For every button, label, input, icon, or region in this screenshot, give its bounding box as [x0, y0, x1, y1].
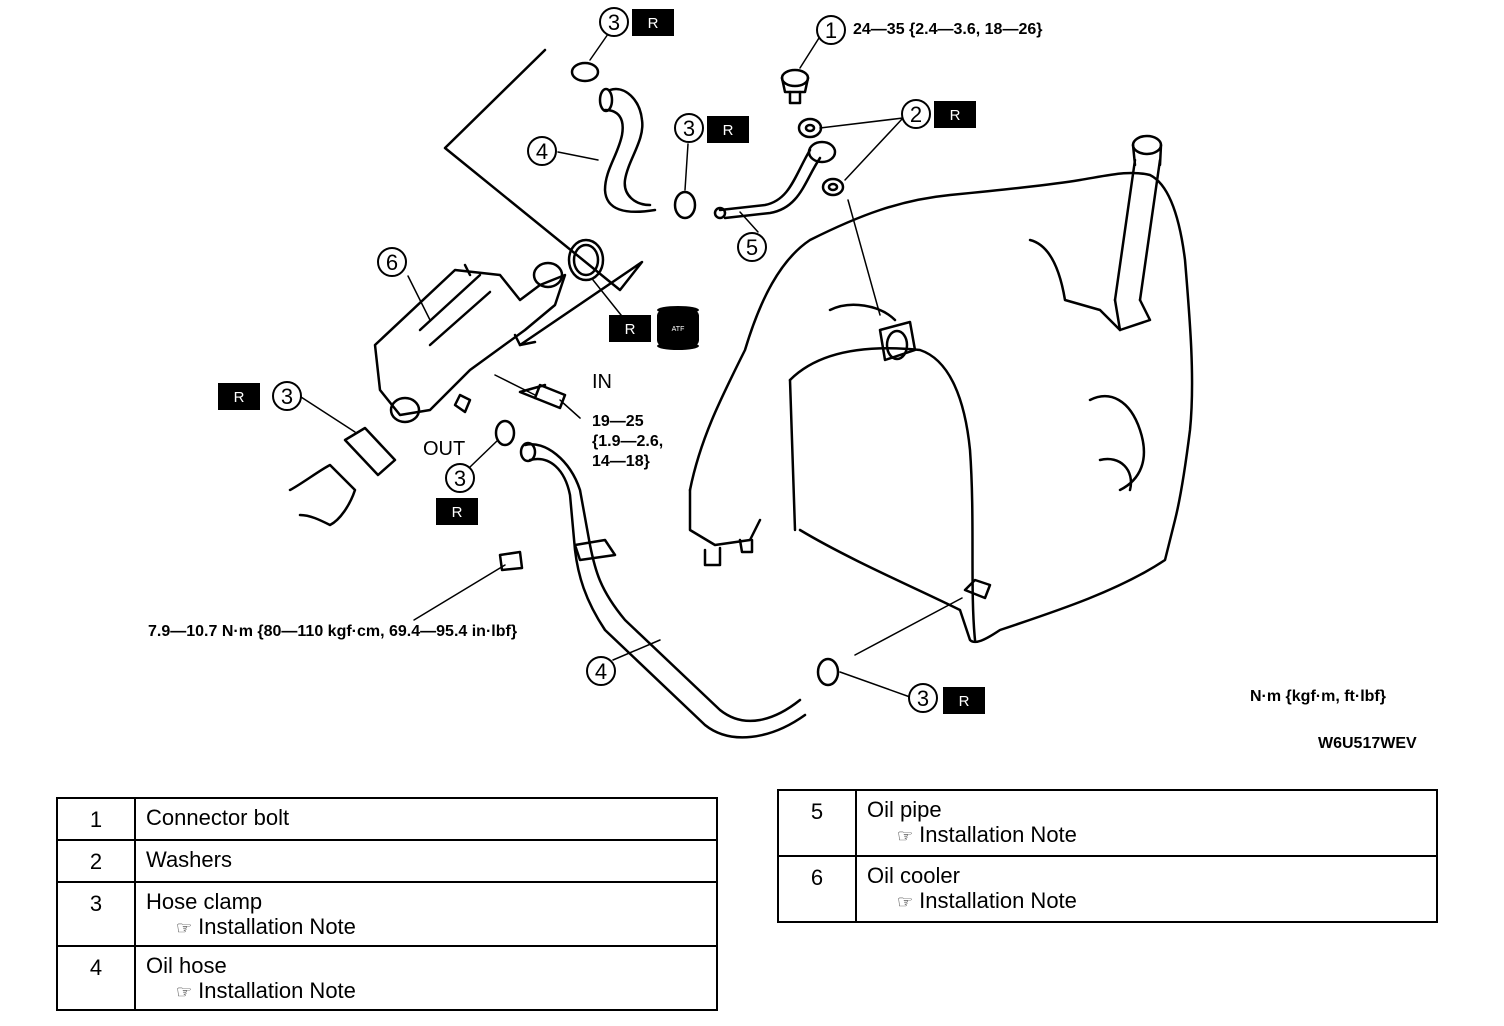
hose-stub-left — [288, 463, 357, 527]
replace-marks: R R R R R R R — [218, 9, 985, 714]
table-row: 5 Oil pipe ☞Installation Note — [777, 789, 1438, 857]
callout-circles: 3 1 2 3 4 5 6 3 3 4 3 — [272, 7, 938, 713]
atf-label: ATF — [672, 326, 685, 333]
installation-note-link[interactable]: ☞Installation Note — [897, 822, 1077, 847]
part-number: 6 — [777, 855, 857, 923]
callout-3-mid: 3 — [683, 116, 695, 141]
washer-lower — [821, 177, 845, 197]
part-number: 3 — [56, 881, 136, 947]
r-mark-1: R — [648, 15, 659, 32]
installation-note-link[interactable]: ☞Installation Note — [897, 888, 1077, 913]
r-mark-5: R — [234, 389, 245, 406]
housing-bolt — [963, 578, 992, 600]
callout-3-out: 3 — [454, 466, 466, 491]
atf-can-icon: ATF — [657, 306, 699, 350]
label-in: IN — [592, 371, 612, 393]
table-row: 2 Washers — [56, 839, 718, 883]
torque-cooler-bolt-line-3: 14—18} — [592, 453, 650, 470]
part-number: 2 — [56, 839, 136, 883]
parts-table-right: 5 Oil pipe ☞Installation Note 6 Oil cool… — [777, 789, 1438, 923]
oil-hose-lower — [519, 441, 807, 739]
oil-cooler — [373, 261, 567, 424]
installation-note-link[interactable]: ☞Installation Note — [176, 978, 356, 1003]
part-name: Washers — [134, 839, 718, 883]
bracket-bolt — [498, 550, 524, 572]
part-name: Oil cooler ☞Installation Note — [855, 855, 1438, 923]
part-number: 4 — [56, 945, 136, 1011]
table-row: 1 Connector bolt — [56, 797, 718, 841]
r-mark-3: R — [723, 122, 734, 139]
r-mark-2: R — [950, 107, 961, 124]
table-row: 3 Hose clamp ☞Installation Note — [56, 881, 718, 947]
callout-3-lower: 3 — [917, 686, 929, 711]
banjo-fitting — [807, 140, 837, 164]
o-ring-inner — [572, 243, 600, 277]
oil-hose-upper — [598, 87, 657, 214]
part-name: Oil hose ☞Installation Note — [134, 945, 718, 1011]
part-name: Connector bolt — [134, 797, 718, 841]
r-mark-4: R — [625, 321, 636, 338]
transaxle-housing — [688, 134, 1194, 644]
units-legend: N·m {kgf·m, ft·lbf} — [1250, 688, 1386, 705]
callout-4-upper: 4 — [536, 139, 548, 164]
o-ring — [567, 238, 605, 282]
callout-4-lower: 4 — [595, 659, 607, 684]
pointing-hand-icon: ☞ — [897, 892, 914, 912]
washer-lower-inner — [827, 182, 839, 192]
label-out: OUT — [423, 438, 465, 460]
table-row: 6 Oil cooler ☞Installation Note — [777, 855, 1438, 923]
hose-clamp-mid — [673, 190, 697, 220]
exploded-diagram: 3 1 2 3 4 5 6 3 3 4 3 R R R R R — [148, 7, 1417, 752]
callout-3-left: 3 — [281, 384, 293, 409]
part-number: 1 — [56, 797, 136, 841]
hose-clamp-lower — [816, 657, 840, 687]
hose-clamp-left — [343, 426, 397, 477]
part-name: Hose clamp ☞Installation Note — [134, 881, 718, 947]
pointing-hand-icon: ☞ — [897, 826, 914, 846]
torque-cooler-bolt-line-2: {1.9—2.6, — [592, 433, 663, 450]
oil-pipe — [713, 148, 822, 220]
part-number: 5 — [777, 789, 857, 857]
part-name: Oil pipe ☞Installation Note — [855, 789, 1438, 857]
callout-3-top: 3 — [608, 10, 620, 35]
callout-2: 2 — [910, 102, 922, 127]
r-mark-7: R — [959, 693, 970, 710]
hose-clamp-out — [494, 419, 516, 447]
parts-table-left: 1 Connector bolt 2 Washers 3 Hose clamp … — [56, 797, 718, 1011]
cooler-bolt — [518, 383, 567, 410]
torque-connector-bolt: 24—35 {2.4—3.6, 18—26} — [853, 21, 1042, 38]
callout-1: 1 — [825, 18, 837, 43]
connector-bolt — [780, 68, 810, 105]
installation-note-link[interactable]: ☞Installation Note — [176, 914, 356, 939]
table-row: 4 Oil hose ☞Installation Note — [56, 945, 718, 1011]
callout-6: 6 — [386, 250, 398, 275]
hose-clamp-top — [570, 61, 600, 83]
torque-cooler-bolt-line-1: 19—25 — [592, 413, 644, 430]
washer-upper — [797, 117, 823, 139]
group-bracket — [443, 48, 644, 347]
pointing-hand-icon: ☞ — [176, 918, 193, 938]
leader-lines — [300, 23, 963, 698]
pointing-hand-icon: ☞ — [176, 982, 193, 1002]
r-mark-6: R — [452, 504, 463, 521]
torque-bracket-bolt: 7.9—10.7 N·m {80—110 kgf·cm, 69.4—95.4 i… — [148, 623, 517, 640]
washer-upper-inner — [804, 123, 816, 133]
figure-code: W6U517WEV — [1318, 735, 1417, 752]
hose-bracket — [573, 538, 617, 562]
callout-5: 5 — [746, 235, 758, 260]
